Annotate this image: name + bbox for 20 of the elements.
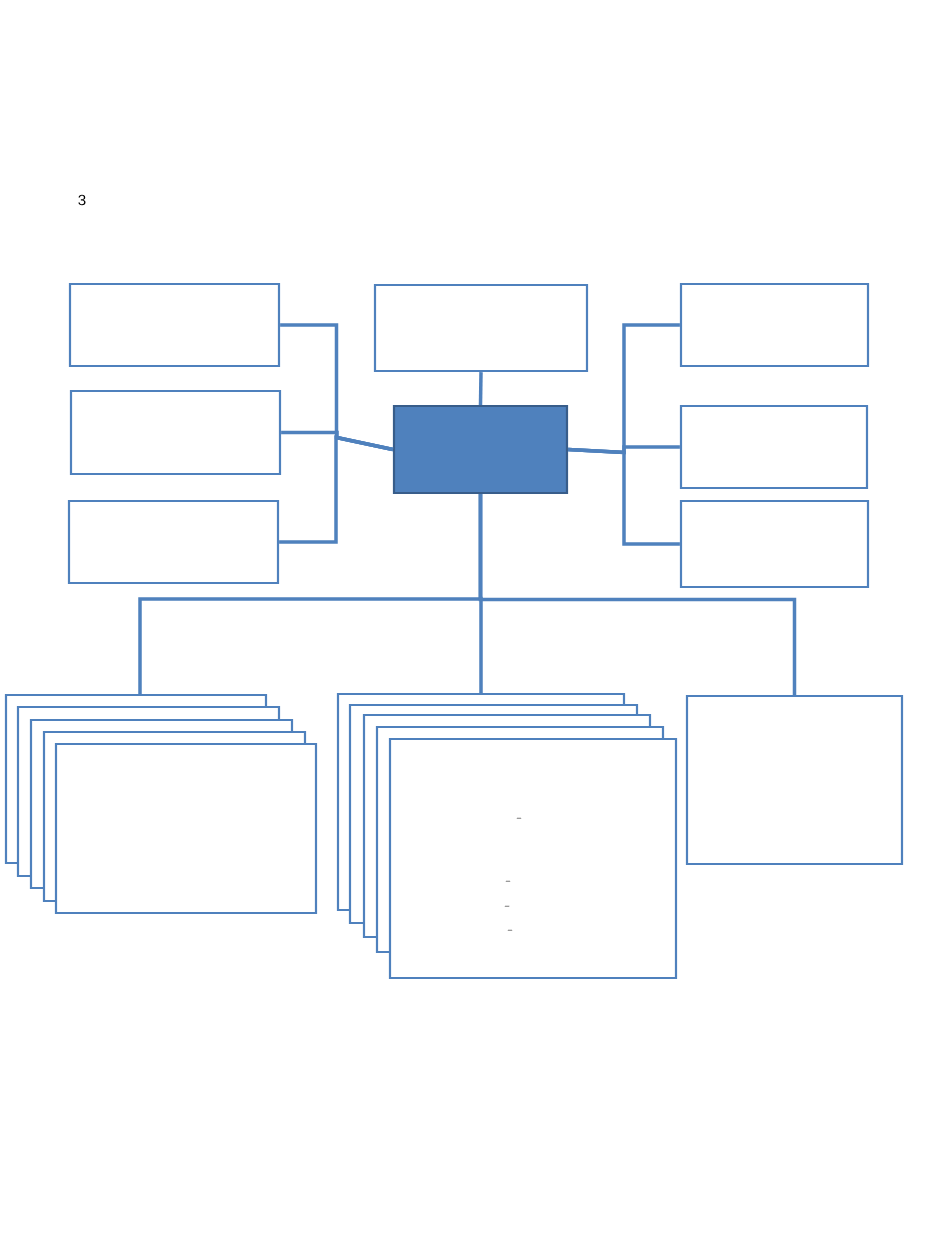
box [679,282,870,368]
page-number: 3 [78,194,86,206]
box [373,283,589,373]
bullet-dash: – [505,880,511,882]
box [69,389,282,476]
box [679,499,870,589]
box [67,499,280,585]
box [685,694,904,866]
bullet-dash: – [507,929,513,931]
box [388,737,678,980]
box [54,742,318,915]
connector [478,494,797,696]
connector [478,372,483,405]
box [679,404,869,490]
connector [568,447,680,546]
box [68,282,281,368]
bullet-dash: – [516,817,522,819]
box [392,404,569,495]
bullet-dash: – [504,905,510,907]
connector [279,435,394,544]
